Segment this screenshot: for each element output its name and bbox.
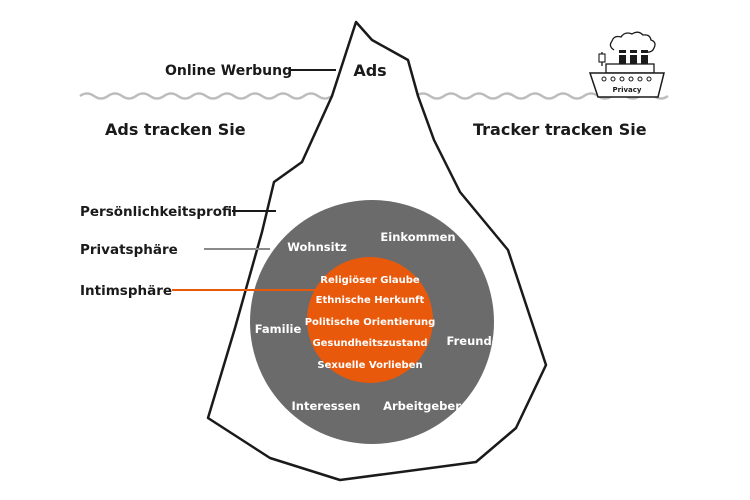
ads-label: Ads [353,61,386,80]
intimate-item-health: Gesundheitszustand [312,338,427,349]
ship-label: Privacy [613,86,642,94]
left-heading: Ads tracken Sie [105,120,246,139]
intimate-sphere-circle [307,257,433,383]
intimate-item-ethnicity: Ethnische Herkunft [316,295,425,306]
private-item-freunde: Freunde [447,334,500,348]
intimate-item-politics: Politische Orientierung [305,317,436,328]
private-item-einkommen: Einkommen [380,230,455,244]
ship-icon: Privacy [588,31,665,98]
intimate-item-religion: Religiöser Glaube [320,275,420,286]
private-item-familie: Familie [255,322,302,336]
right-heading: Tracker tracken Sie [473,120,647,139]
private-item-arbeitgeber: Arbeitgeber [383,399,461,413]
level-intimate-label: Intimsphäre [80,283,172,299]
private-item-wohnsitz: Wohnsitz [287,240,347,254]
online-werbung-label: Online Werbung [165,63,292,79]
level-private-label: Privatsphäre [80,242,178,258]
level-profile-label: Persönlichkeitsprofil [80,204,237,220]
private-item-interessen: Interessen [292,399,361,413]
intimate-item-preferences: Sexuelle Vorlieben [317,360,422,371]
ship-smoke [609,31,656,53]
